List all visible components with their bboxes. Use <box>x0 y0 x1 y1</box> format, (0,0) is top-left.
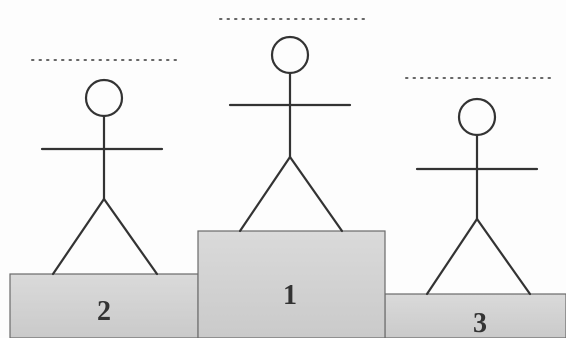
stick-figure-third <box>417 99 537 294</box>
figure-head <box>272 37 308 73</box>
figure-head <box>86 80 122 116</box>
rank-label-third: 3 <box>473 308 487 338</box>
figure-head <box>459 99 495 135</box>
name-lines <box>32 19 550 78</box>
figure-right-leg <box>104 199 157 274</box>
stick-figure-first <box>230 37 350 231</box>
stick-figure-second <box>42 80 162 274</box>
figure-right-leg <box>477 219 530 294</box>
figure-right-leg <box>290 157 342 231</box>
figure-left-leg <box>53 199 104 274</box>
figure-left-leg <box>240 157 290 231</box>
rank-label-first: 1 <box>283 280 297 311</box>
figure-left-leg <box>427 219 477 294</box>
rank-label-second: 2 <box>97 296 111 327</box>
